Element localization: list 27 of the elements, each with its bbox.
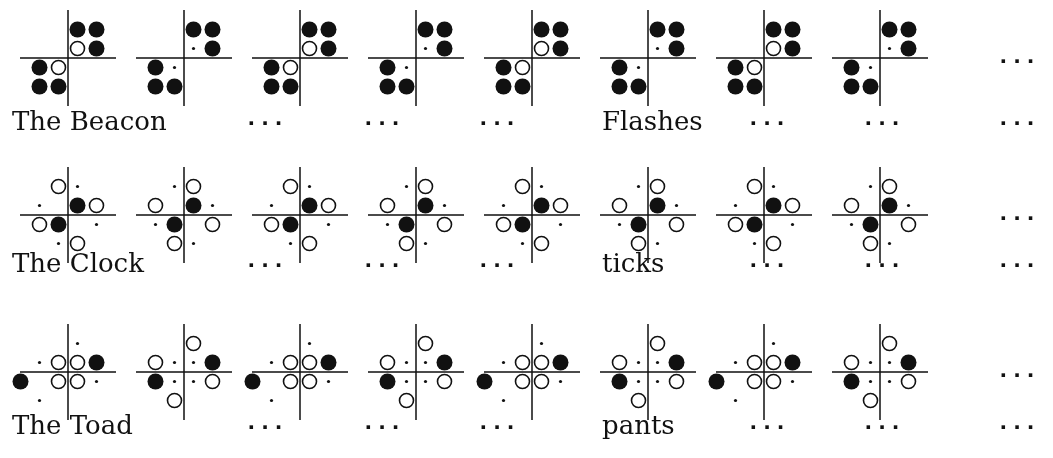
ellipsis-text: ... [999,412,1041,432]
ellipsis-text: ... [999,250,1041,270]
ellipsis-text: ... [479,250,521,270]
ellipsis-text: ... [247,108,289,128]
ellipsis-text: ... [999,46,1041,66]
ellipsis-text: ... [864,108,906,128]
ellipsis-text: ... [479,412,521,432]
ellipsis-text: ... [247,412,289,432]
ellipsis-text: ... [247,250,289,270]
caption-text: The Beacon [12,108,167,134]
ellipsis-text: ... [749,250,791,270]
ellipsis-text: ... [749,108,791,128]
ellipsis-text: ... [999,108,1041,128]
ellipsis-text: ... [364,108,406,128]
ellipsis-text: ... [864,412,906,432]
ellipsis-text: ... [364,412,406,432]
ellipsis-text: ... [999,360,1041,380]
ellipsis-text: ... [749,412,791,432]
ellipsis-text: ... [364,250,406,270]
caption-text: Flashes [602,108,703,134]
caption-text: ticks [602,250,665,276]
ellipsis-text: ... [479,108,521,128]
ellipsis-text: ... [864,250,906,270]
ellipsis-text: ... [999,203,1041,223]
caption-text: pants [602,412,675,438]
caption-text: The Toad [12,412,133,438]
caption-text: The Clock [12,250,144,276]
